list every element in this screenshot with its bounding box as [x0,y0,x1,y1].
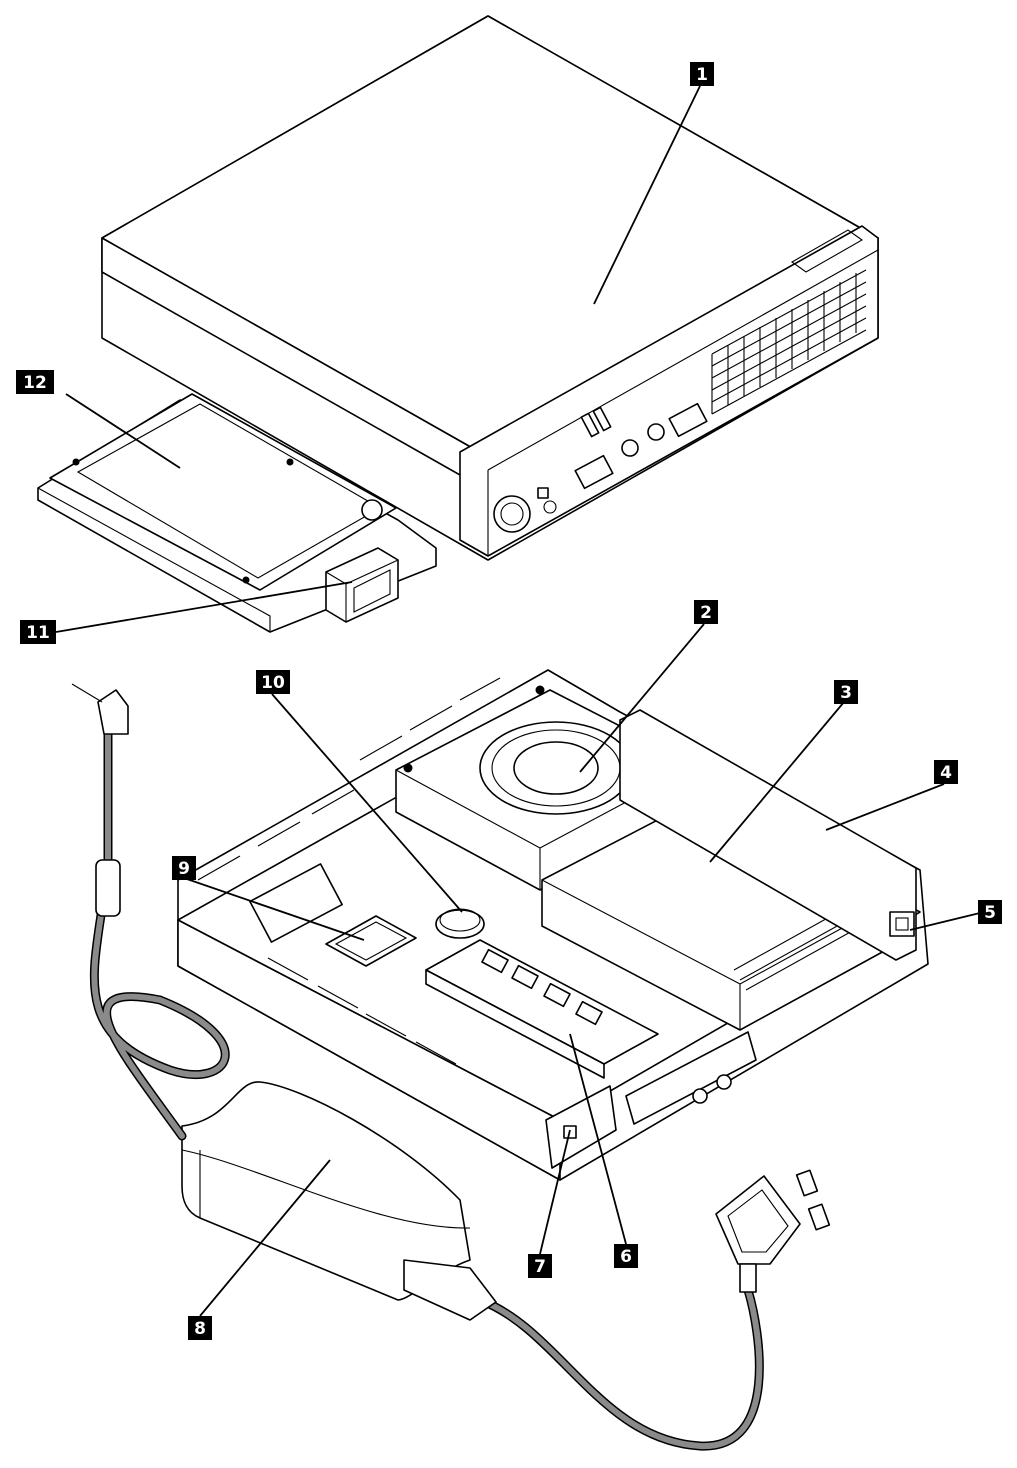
callout-6-text: 6 [620,1247,632,1267]
callout-10-text: 10 [261,673,285,693]
callout-2-text: 2 [700,603,712,623]
callout-9: 9 [172,856,196,880]
coin-battery [435,908,485,939]
callout-8-text: 8 [194,1319,206,1339]
rear-switch [889,911,915,937]
callout-3: 3 [834,680,858,704]
callout-4-text: 4 [940,763,952,783]
callout-5-text: 5 [984,903,996,923]
computer-cover [101,15,879,561]
callout-1-text: 1 [696,65,708,85]
callout-5: 5 [978,900,1002,924]
callout-7-text: 7 [534,1257,546,1277]
callout-4: 4 [934,760,958,784]
callout-12-text: 12 [23,373,47,393]
callout-11-text: 11 [26,623,50,643]
wireless-card [249,863,417,967]
callout-8: 8 [188,1316,212,1340]
memory-module [425,939,659,1079]
ac-power-cord [403,1169,831,1451]
callout-11: 11 [20,620,56,644]
front-io-board [545,1031,757,1169]
callout-12: 12 [16,370,54,394]
system-fan [395,685,691,891]
callout-2: 2 [694,600,718,624]
hdd-connector [325,547,399,623]
dc-power-cable [71,683,230,1141]
rear-bracket [619,709,917,961]
callout-10: 10 [256,670,290,694]
callout-7: 7 [528,1254,552,1278]
leader-lines [55,85,985,1317]
callout-9-text: 9 [178,859,190,879]
callout-1: 1 [690,62,714,86]
callout-3-text: 3 [840,683,852,703]
callout-6: 6 [614,1244,638,1268]
power-adapter [181,1081,471,1301]
